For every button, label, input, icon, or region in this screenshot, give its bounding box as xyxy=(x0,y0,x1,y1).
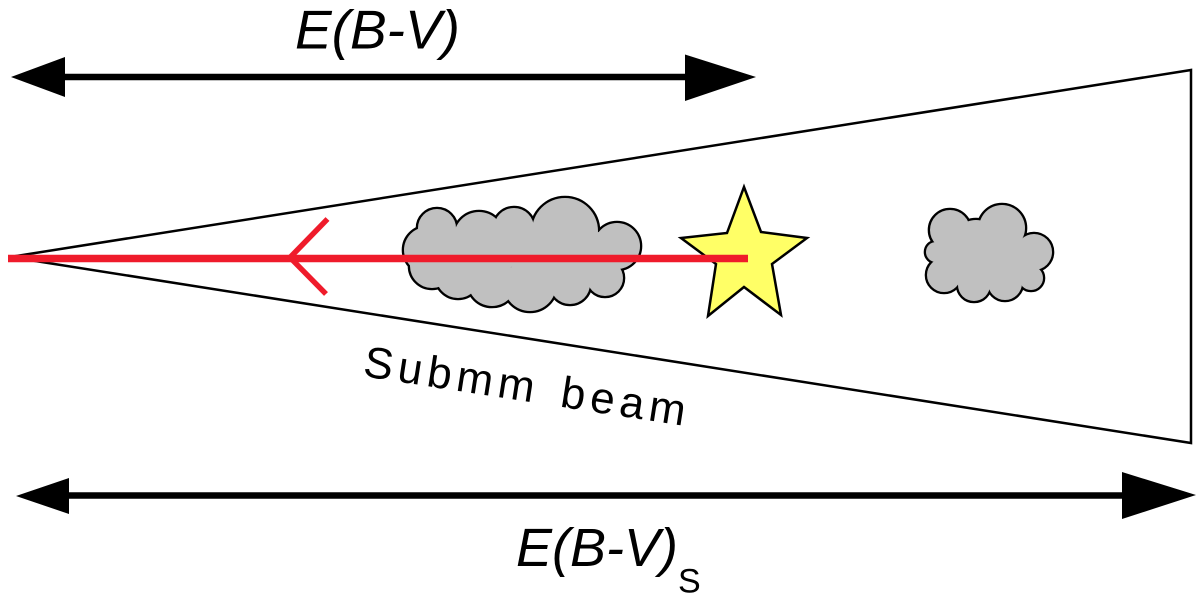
svg-text:S: S xyxy=(678,563,701,600)
svg-text:E(B-V): E(B-V) xyxy=(516,518,678,578)
svg-text:E(B-V): E(B-V) xyxy=(295,0,460,61)
